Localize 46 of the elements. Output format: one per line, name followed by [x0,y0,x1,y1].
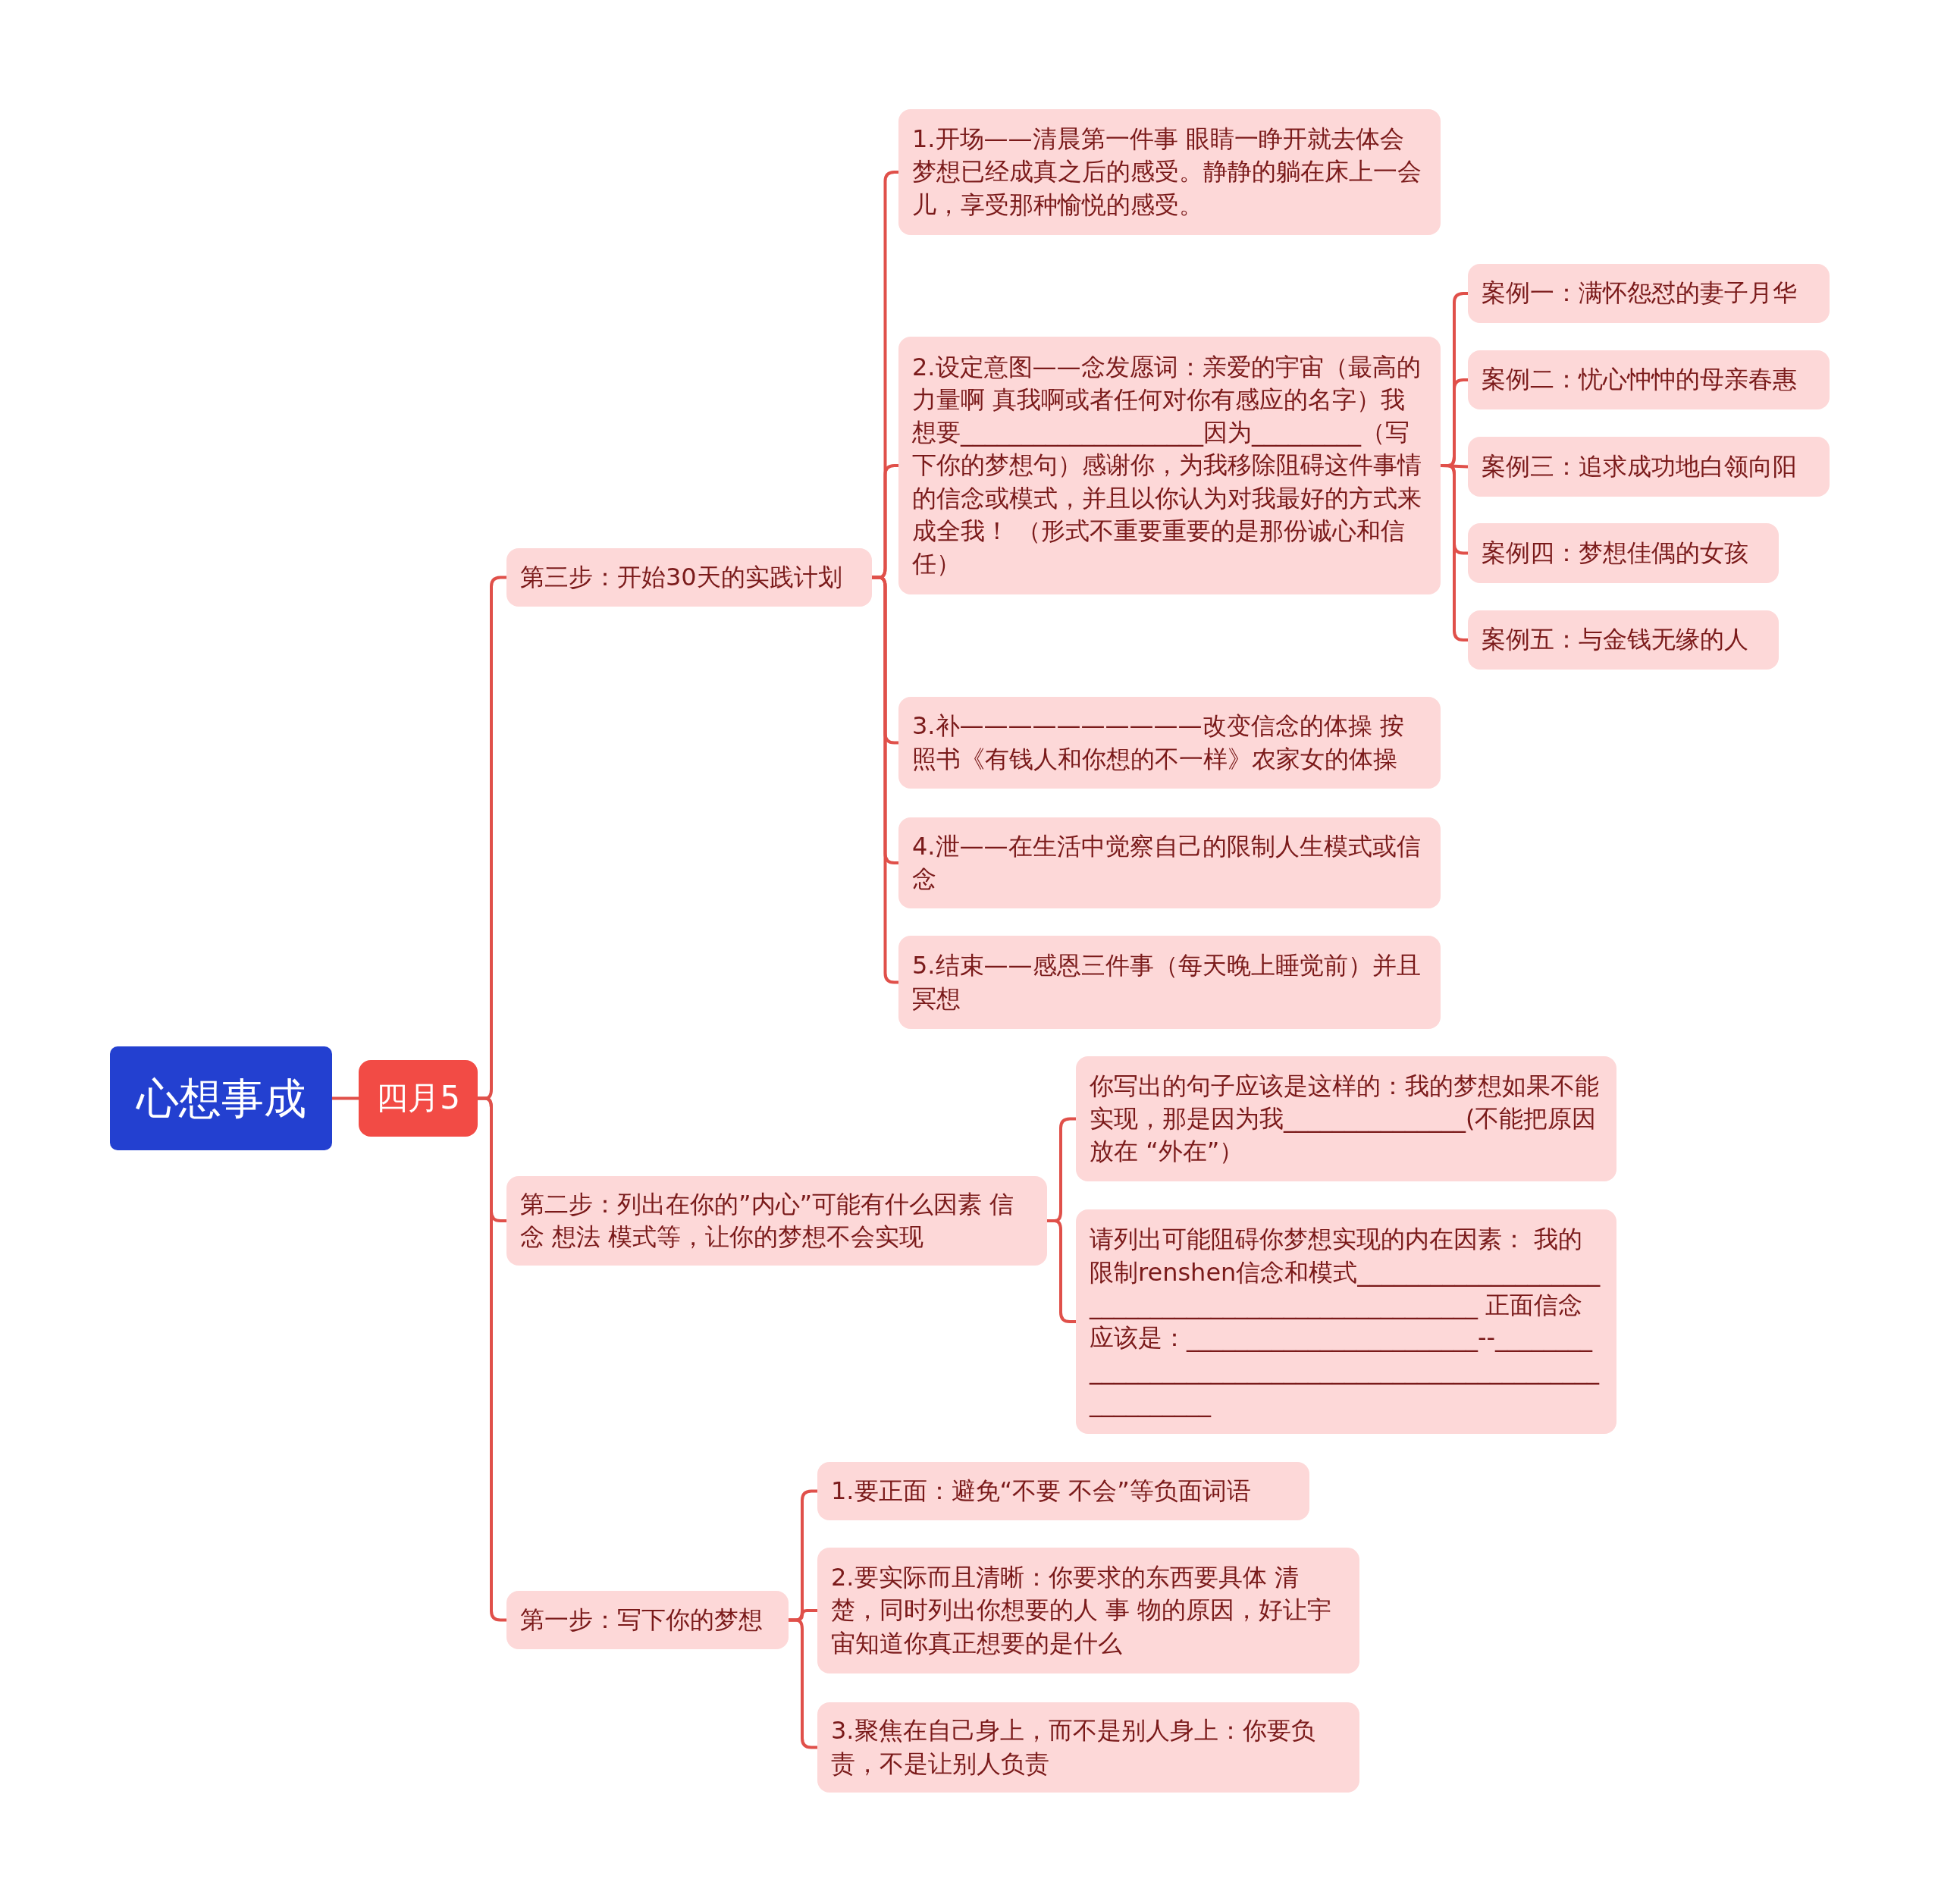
topic-box [817,1462,1309,1520]
topic-text: 案例一：满怀怨怼的妻子月华 [1482,278,1797,309]
root-topic-box [110,1046,332,1150]
topic-box [898,109,1441,235]
topic-box [1468,350,1830,409]
topic-box [898,337,1441,594]
topic-box [817,1702,1359,1793]
topic-text: 2.设定意图——念发愿词：亲爱的宇宙（最高的力量啊 真我啊或者任何对你有感应的名字）我想要____________________因为_________（写下你的梦想句）感谢你，为我移除阻碍这件事情的信念或模式，并且以你认为对我最好的方式来成全我！ （形式不重要重要的是那份诚心和信任） [912,351,1422,579]
connector-line [332,1096,359,1100]
topic-text: 心想事成 [136,1072,306,1125]
topic-text: 3.聚焦在自己身上，而不是别人身上：你要负责，不是让别人负责 [831,1715,1316,1780]
topic-text: 2.要实际而且清晰：你要求的东西要具体 清楚，同时列出你想要的人 事 物的原因，好让宇宙知道你真正想要的是什么 [831,1562,1333,1659]
connector-line [789,1618,817,1749]
topic-box [506,1176,1047,1266]
topic-box [898,817,1441,908]
topic-box [817,1548,1359,1673]
connector-line [478,1096,506,1622]
topic-text: 1.要正面：避免“不要 不会”等负面词语 [831,1475,1251,1507]
topic-text: 四月5 [376,1078,460,1118]
topic-box [1468,264,1830,323]
topic-text: 第二步：列出在你的”内心”可能有什么因素 信念 想法 模式等，让你的梦想不会实现 [520,1188,1015,1253]
topic-box [898,936,1441,1029]
topic-box [1076,1056,1616,1181]
topic-box [1468,610,1779,670]
topic-box [506,1591,789,1649]
topic-text: 案例二：忧心忡忡的母亲春惠 [1482,364,1797,396]
topic-text: 1.开场——清晨第一件事 眼睛一睁开就去体会梦想已经成真之后的感受。静静的躺在床上一会儿，享受那种愉悦的感受。 [912,124,1422,221]
topic-box [1468,523,1779,583]
connector-line [1047,1219,1076,1323]
topic-text: 你写出的句子应该是这样的：我的梦想如果不能实现，那是因为我_______________(不能把原因放在 “外在”） [1090,1070,1600,1168]
topic-text: 第一步：写下你的梦想 [520,1604,763,1636]
topic-box [898,697,1441,789]
topic-box [506,548,872,607]
topic-text: 案例四：梦想佳偶的女孩 [1482,537,1748,569]
topic-text: 4.泄——在生活中觉察自己的限制人生模式或信念 [912,830,1422,895]
topic-text: 5.结束——感恩三件事（每天晚上睡觉前）并且冥想 [912,950,1422,1015]
topic-text: 3.补——————————改变信念的体操 按照书《有钱人和你想的不一样》农家女的体操 [912,710,1405,775]
topic-text: 案例五：与金钱无缘的人 [1482,624,1748,656]
topic-box [1076,1209,1616,1434]
connector-line [872,576,898,984]
topic-text: 请列出可能阻碍你梦想实现的内在因素： 我的限制renshen信念和模式____________________________________________________ 正面信念应该是：________________________--____________________________________________________________ [1090,1224,1601,1419]
topic-box [1468,437,1830,497]
main-topic-box [359,1060,478,1137]
topic-text: 第三步：开始30天的实践计划 [520,561,842,593]
topic-text: 案例三：追求成功地白领向阳 [1482,450,1797,482]
connector-line [1441,464,1468,641]
